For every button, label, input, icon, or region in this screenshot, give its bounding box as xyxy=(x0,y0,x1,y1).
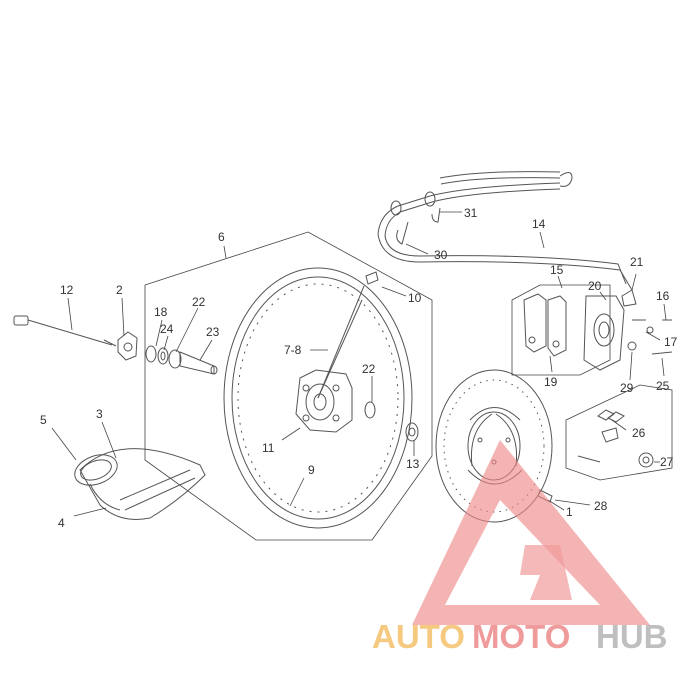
watermark-moto: MOTO xyxy=(472,618,570,655)
wheel-hub xyxy=(295,369,353,433)
callout-1: 1 xyxy=(566,505,573,519)
watermark-logo: AUTO MOTO HUB xyxy=(372,440,668,655)
callout-25: 25 xyxy=(656,379,670,393)
callout-9: 9 xyxy=(308,463,315,477)
callout-3: 3 xyxy=(96,407,103,421)
callout-17: 17 xyxy=(664,335,678,349)
wheel-rim xyxy=(223,267,413,529)
callout-18: 18 xyxy=(154,305,168,319)
callout-4: 4 xyxy=(58,516,65,530)
watermark-auto: AUTO xyxy=(372,618,465,655)
callout-30: 30 xyxy=(434,248,448,262)
callout-13: 13 xyxy=(406,457,420,471)
callout-21: 21 xyxy=(630,255,644,269)
callout-12: 12 xyxy=(60,283,74,297)
hose-clips xyxy=(396,207,441,245)
callout-16: 16 xyxy=(656,289,670,303)
bearings xyxy=(364,401,419,442)
callout-28: 28 xyxy=(594,499,608,513)
watermark-triangle-icon xyxy=(412,440,650,625)
valve xyxy=(365,271,379,285)
axle xyxy=(13,315,117,347)
callout-23: 23 xyxy=(206,325,220,339)
callout-7-8: 7-8 xyxy=(284,343,302,357)
callout-31: 31 xyxy=(464,206,478,220)
leader-lines xyxy=(51,211,667,517)
callout-19: 19 xyxy=(544,375,558,389)
seals-and-spacers xyxy=(145,345,218,375)
callout-11: 11 xyxy=(262,441,275,455)
callout-22-left: 22 xyxy=(192,295,206,309)
brake-caliper xyxy=(583,289,673,371)
callout-6: 6 xyxy=(218,230,225,244)
callout-15: 15 xyxy=(550,263,564,277)
watermark-hub: HUB xyxy=(596,618,668,655)
wheel-group-outline xyxy=(144,231,433,541)
mudguard xyxy=(74,448,206,520)
callout-26: 26 xyxy=(632,426,646,440)
speedo-drive xyxy=(117,331,138,361)
callout-29: 29 xyxy=(620,381,634,395)
callout-5: 5 xyxy=(40,413,47,427)
pad-spring-kit xyxy=(565,384,673,481)
callout-14: 14 xyxy=(532,217,546,231)
callout-labels: 1 2 3 4 5 6 7-8 9 10 11 12 13 14 15 16 1… xyxy=(40,206,678,530)
callout-22-right: 22 xyxy=(362,362,376,376)
callout-10: 10 xyxy=(408,291,422,305)
brake-hose xyxy=(377,171,633,291)
callout-27: 27 xyxy=(660,455,674,469)
callout-2: 2 xyxy=(116,283,123,297)
brake-pads xyxy=(511,284,611,376)
callout-24: 24 xyxy=(160,322,174,336)
callout-20: 20 xyxy=(588,279,602,293)
